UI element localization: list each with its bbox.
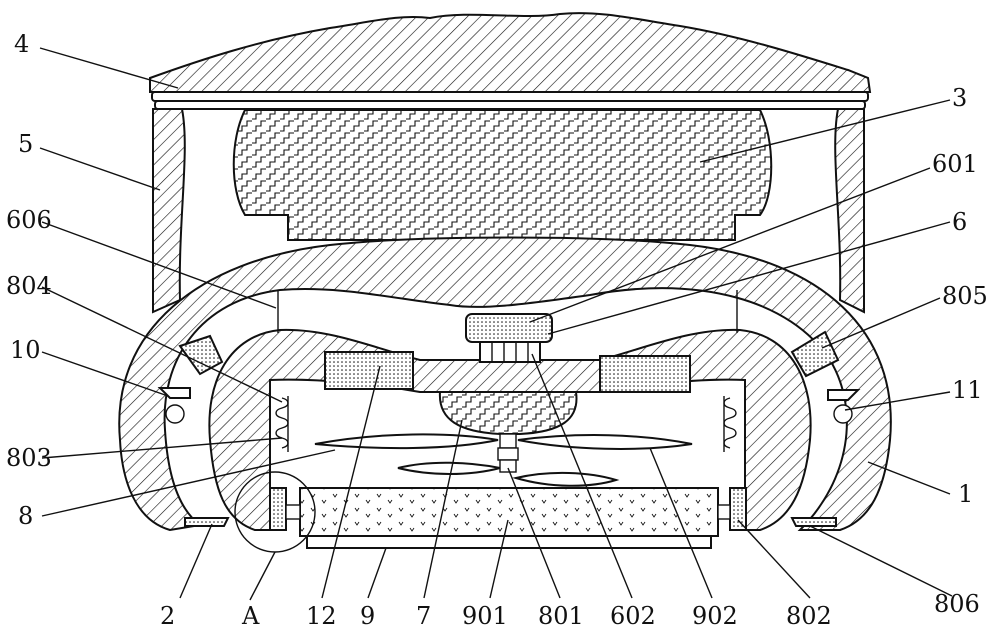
top-cover [149, 12, 872, 93]
label-11: 11 [952, 376, 983, 404]
label-4: 4 [14, 30, 29, 58]
pad-805 [790, 330, 840, 378]
label-806: 806 [934, 590, 980, 618]
fan-motor [438, 391, 578, 435]
spring-right [723, 397, 737, 449]
end-cap-left [269, 487, 287, 531]
filter-cartridge [299, 487, 719, 537]
filter-base [306, 535, 712, 549]
hook-right [833, 404, 853, 424]
label-9: 9 [360, 602, 375, 630]
label-3: 3 [952, 84, 967, 112]
label-5: 5 [18, 130, 33, 158]
leader-lines [39, 47, 953, 601]
left-column [152, 108, 186, 314]
spring-left [275, 397, 289, 449]
shaft-801 [499, 433, 517, 449]
label-1: 1 [958, 480, 973, 508]
label-803: 803 [6, 444, 52, 472]
label-6: 6 [952, 208, 967, 236]
label-601: 601 [932, 150, 978, 178]
label-602: 602 [610, 602, 656, 630]
fan-blade-lower-right [512, 471, 620, 487]
top-plate [151, 91, 869, 102]
label-902: 902 [692, 602, 738, 630]
label-804: 804 [6, 272, 52, 300]
label-805: 805 [942, 282, 988, 310]
foot-pad-right [790, 517, 837, 527]
label-7: 7 [416, 602, 431, 630]
label-8: 8 [18, 502, 33, 530]
fan-blade-lower-left [397, 461, 501, 475]
fan-blade-left [314, 433, 499, 450]
top-plate-lower [154, 100, 866, 110]
right-column [834, 108, 865, 314]
motor-body [232, 109, 773, 241]
label-606: 606 [6, 206, 52, 234]
label-802: 802 [786, 602, 832, 630]
clip-right [827, 389, 861, 401]
label-a: A [241, 602, 260, 630]
label-12: 12 [306, 602, 337, 630]
label-10: 10 [10, 336, 41, 364]
foot-pad-left [184, 517, 230, 527]
end-cap-right [729, 487, 747, 531]
fan-blade-right [517, 434, 693, 450]
pad-804 [178, 334, 224, 376]
label-901: 901 [462, 602, 508, 630]
porous-ring-left [324, 351, 414, 390]
label-801: 801 [538, 602, 584, 630]
hook-left [165, 404, 185, 424]
coupling-602 [479, 341, 541, 363]
porous-ring-right [599, 355, 691, 393]
label-2: 2 [160, 602, 175, 630]
